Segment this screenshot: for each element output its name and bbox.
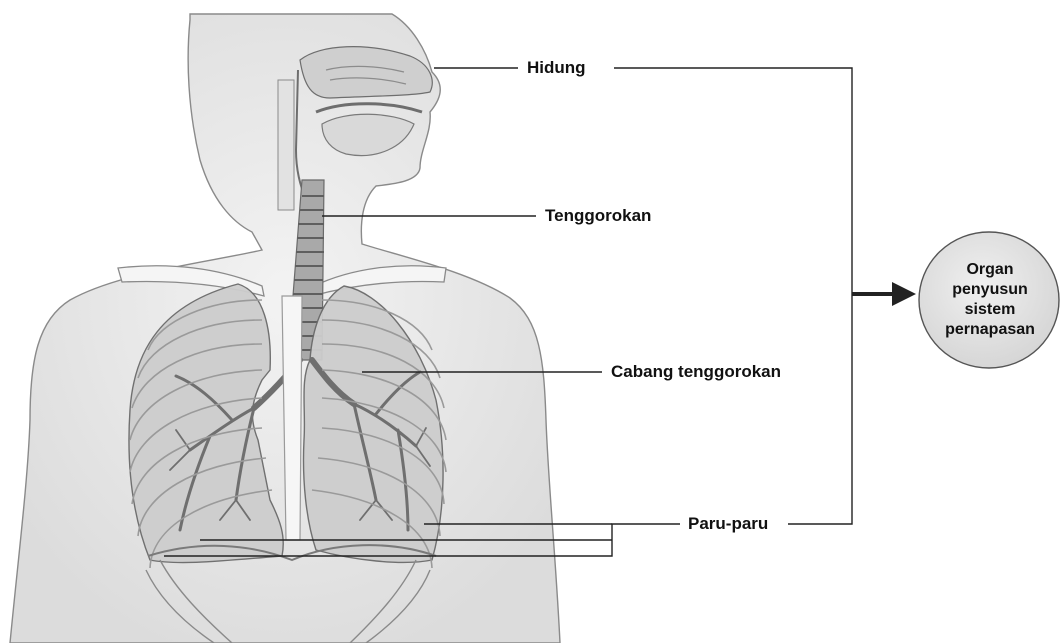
organ-bracket <box>614 68 852 524</box>
label-bronchi: Cabang tenggorokan <box>611 362 781 382</box>
arrow-to-summary <box>852 282 916 306</box>
vertebrae <box>278 80 294 210</box>
summary-text: Organ penyusun sistem pernapasan <box>924 246 1056 354</box>
sternum <box>282 296 302 540</box>
summary-line: Organ <box>966 260 1013 280</box>
summary-line: penyusun <box>952 280 1028 300</box>
label-nose: Hidung <box>527 58 586 78</box>
label-lungs: Paru-paru <box>688 514 768 534</box>
summary-line: pernapasan <box>945 320 1035 340</box>
label-throat: Tenggorokan <box>545 206 651 226</box>
summary-line: sistem <box>965 300 1016 320</box>
